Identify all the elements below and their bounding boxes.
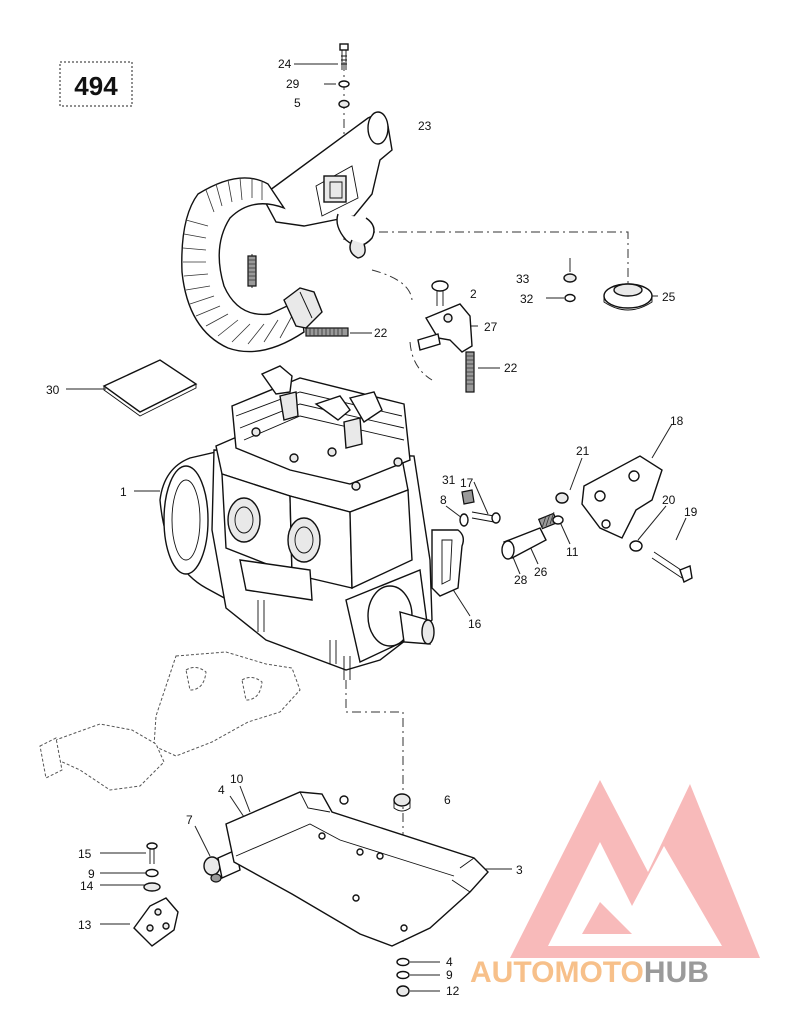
page-number-box: 494 bbox=[59, 61, 133, 107]
callout-10: 10 bbox=[230, 772, 244, 786]
callout-30: 30 bbox=[46, 383, 60, 397]
page-number: 494 bbox=[74, 71, 118, 101]
watermark-text-moto: MOTO bbox=[554, 956, 643, 989]
callout-2: 2 bbox=[470, 287, 477, 301]
callout-22-mid: 22 bbox=[374, 326, 388, 340]
tuned-pipe-hose bbox=[181, 177, 323, 353]
bolt-19 bbox=[651, 551, 693, 583]
bolt-17 bbox=[471, 511, 501, 524]
callout-31: 31 bbox=[442, 473, 456, 487]
callout-9-left: 9 bbox=[88, 867, 95, 881]
washer-32 bbox=[564, 293, 576, 303]
washer-9-left bbox=[145, 868, 159, 878]
nut-21 bbox=[555, 492, 569, 504]
fitting-31 bbox=[461, 489, 475, 505]
watermark-text: AUTOMOTOHUB bbox=[470, 956, 709, 989]
bolt-24 bbox=[339, 43, 349, 70]
callout-15: 15 bbox=[78, 847, 92, 861]
engine-support-3 bbox=[225, 791, 489, 947]
nut-5 bbox=[338, 99, 350, 109]
exhaust-manifold-ghost bbox=[39, 651, 301, 791]
bracket-13 bbox=[133, 897, 179, 947]
callout-4-bottom: 4 bbox=[446, 955, 453, 969]
callout-26: 26 bbox=[534, 565, 548, 579]
callout-29: 29 bbox=[286, 77, 300, 91]
callout-25: 25 bbox=[662, 290, 676, 304]
bolt-15 bbox=[146, 842, 158, 864]
watermark-text-auto: AUTO bbox=[470, 956, 554, 989]
callout-12: 12 bbox=[446, 984, 460, 998]
nut-33 bbox=[563, 258, 577, 283]
callout-4-left: 4 bbox=[218, 783, 225, 797]
bracket-16 bbox=[431, 529, 465, 597]
washer-4-bottom bbox=[396, 957, 410, 967]
mount-26 bbox=[501, 527, 547, 560]
callout-1: 1 bbox=[120, 485, 127, 499]
callout-7: 7 bbox=[186, 813, 193, 827]
callout-27: 27 bbox=[484, 320, 498, 334]
spring-22-b bbox=[305, 327, 349, 337]
washer-9-bottom bbox=[396, 970, 410, 980]
callout-5: 5 bbox=[294, 96, 301, 110]
callout-11: 11 bbox=[566, 545, 579, 559]
callout-28: 28 bbox=[514, 573, 528, 587]
engine-1 bbox=[159, 365, 435, 680]
washer-14 bbox=[143, 882, 161, 892]
callout-13: 13 bbox=[78, 918, 92, 932]
callout-33: 33 bbox=[516, 272, 530, 286]
callout-3: 3 bbox=[516, 863, 523, 877]
callout-labels: 24 29 5 23 33 32 25 2 27 22 22 30 1 18 2… bbox=[46, 57, 698, 998]
rubber-mount-6 bbox=[393, 793, 411, 812]
callout-9-bottom: 9 bbox=[446, 968, 453, 982]
callout-8: 8 bbox=[440, 493, 447, 507]
washer-20 bbox=[629, 540, 643, 552]
washer-11 bbox=[552, 515, 564, 525]
callout-19: 19 bbox=[684, 505, 698, 519]
callout-32: 32 bbox=[520, 292, 534, 306]
spring-22-c bbox=[465, 351, 475, 393]
callout-23: 23 bbox=[418, 119, 432, 133]
spring-22-a bbox=[247, 254, 257, 288]
callout-18: 18 bbox=[670, 414, 684, 428]
callout-21: 21 bbox=[576, 444, 590, 458]
bolt-2 bbox=[431, 280, 449, 306]
nut-12 bbox=[396, 985, 410, 997]
callout-20: 20 bbox=[662, 493, 676, 507]
gasket-30 bbox=[102, 359, 198, 417]
bracket-27 bbox=[417, 303, 473, 353]
callout-6: 6 bbox=[444, 793, 451, 807]
washer-29 bbox=[338, 80, 350, 88]
bracket-18 bbox=[581, 455, 663, 539]
watermark-logo bbox=[510, 780, 760, 958]
callout-16: 16 bbox=[468, 617, 482, 631]
watermark-text-hub: HUB bbox=[644, 956, 709, 989]
grommet-25 bbox=[603, 283, 653, 311]
washer-8 bbox=[459, 513, 469, 527]
callout-14: 14 bbox=[80, 879, 94, 893]
callout-22-right: 22 bbox=[504, 361, 518, 375]
callout-17: 17 bbox=[460, 476, 474, 490]
callout-24: 24 bbox=[278, 57, 292, 71]
muffler-23 bbox=[261, 111, 393, 259]
